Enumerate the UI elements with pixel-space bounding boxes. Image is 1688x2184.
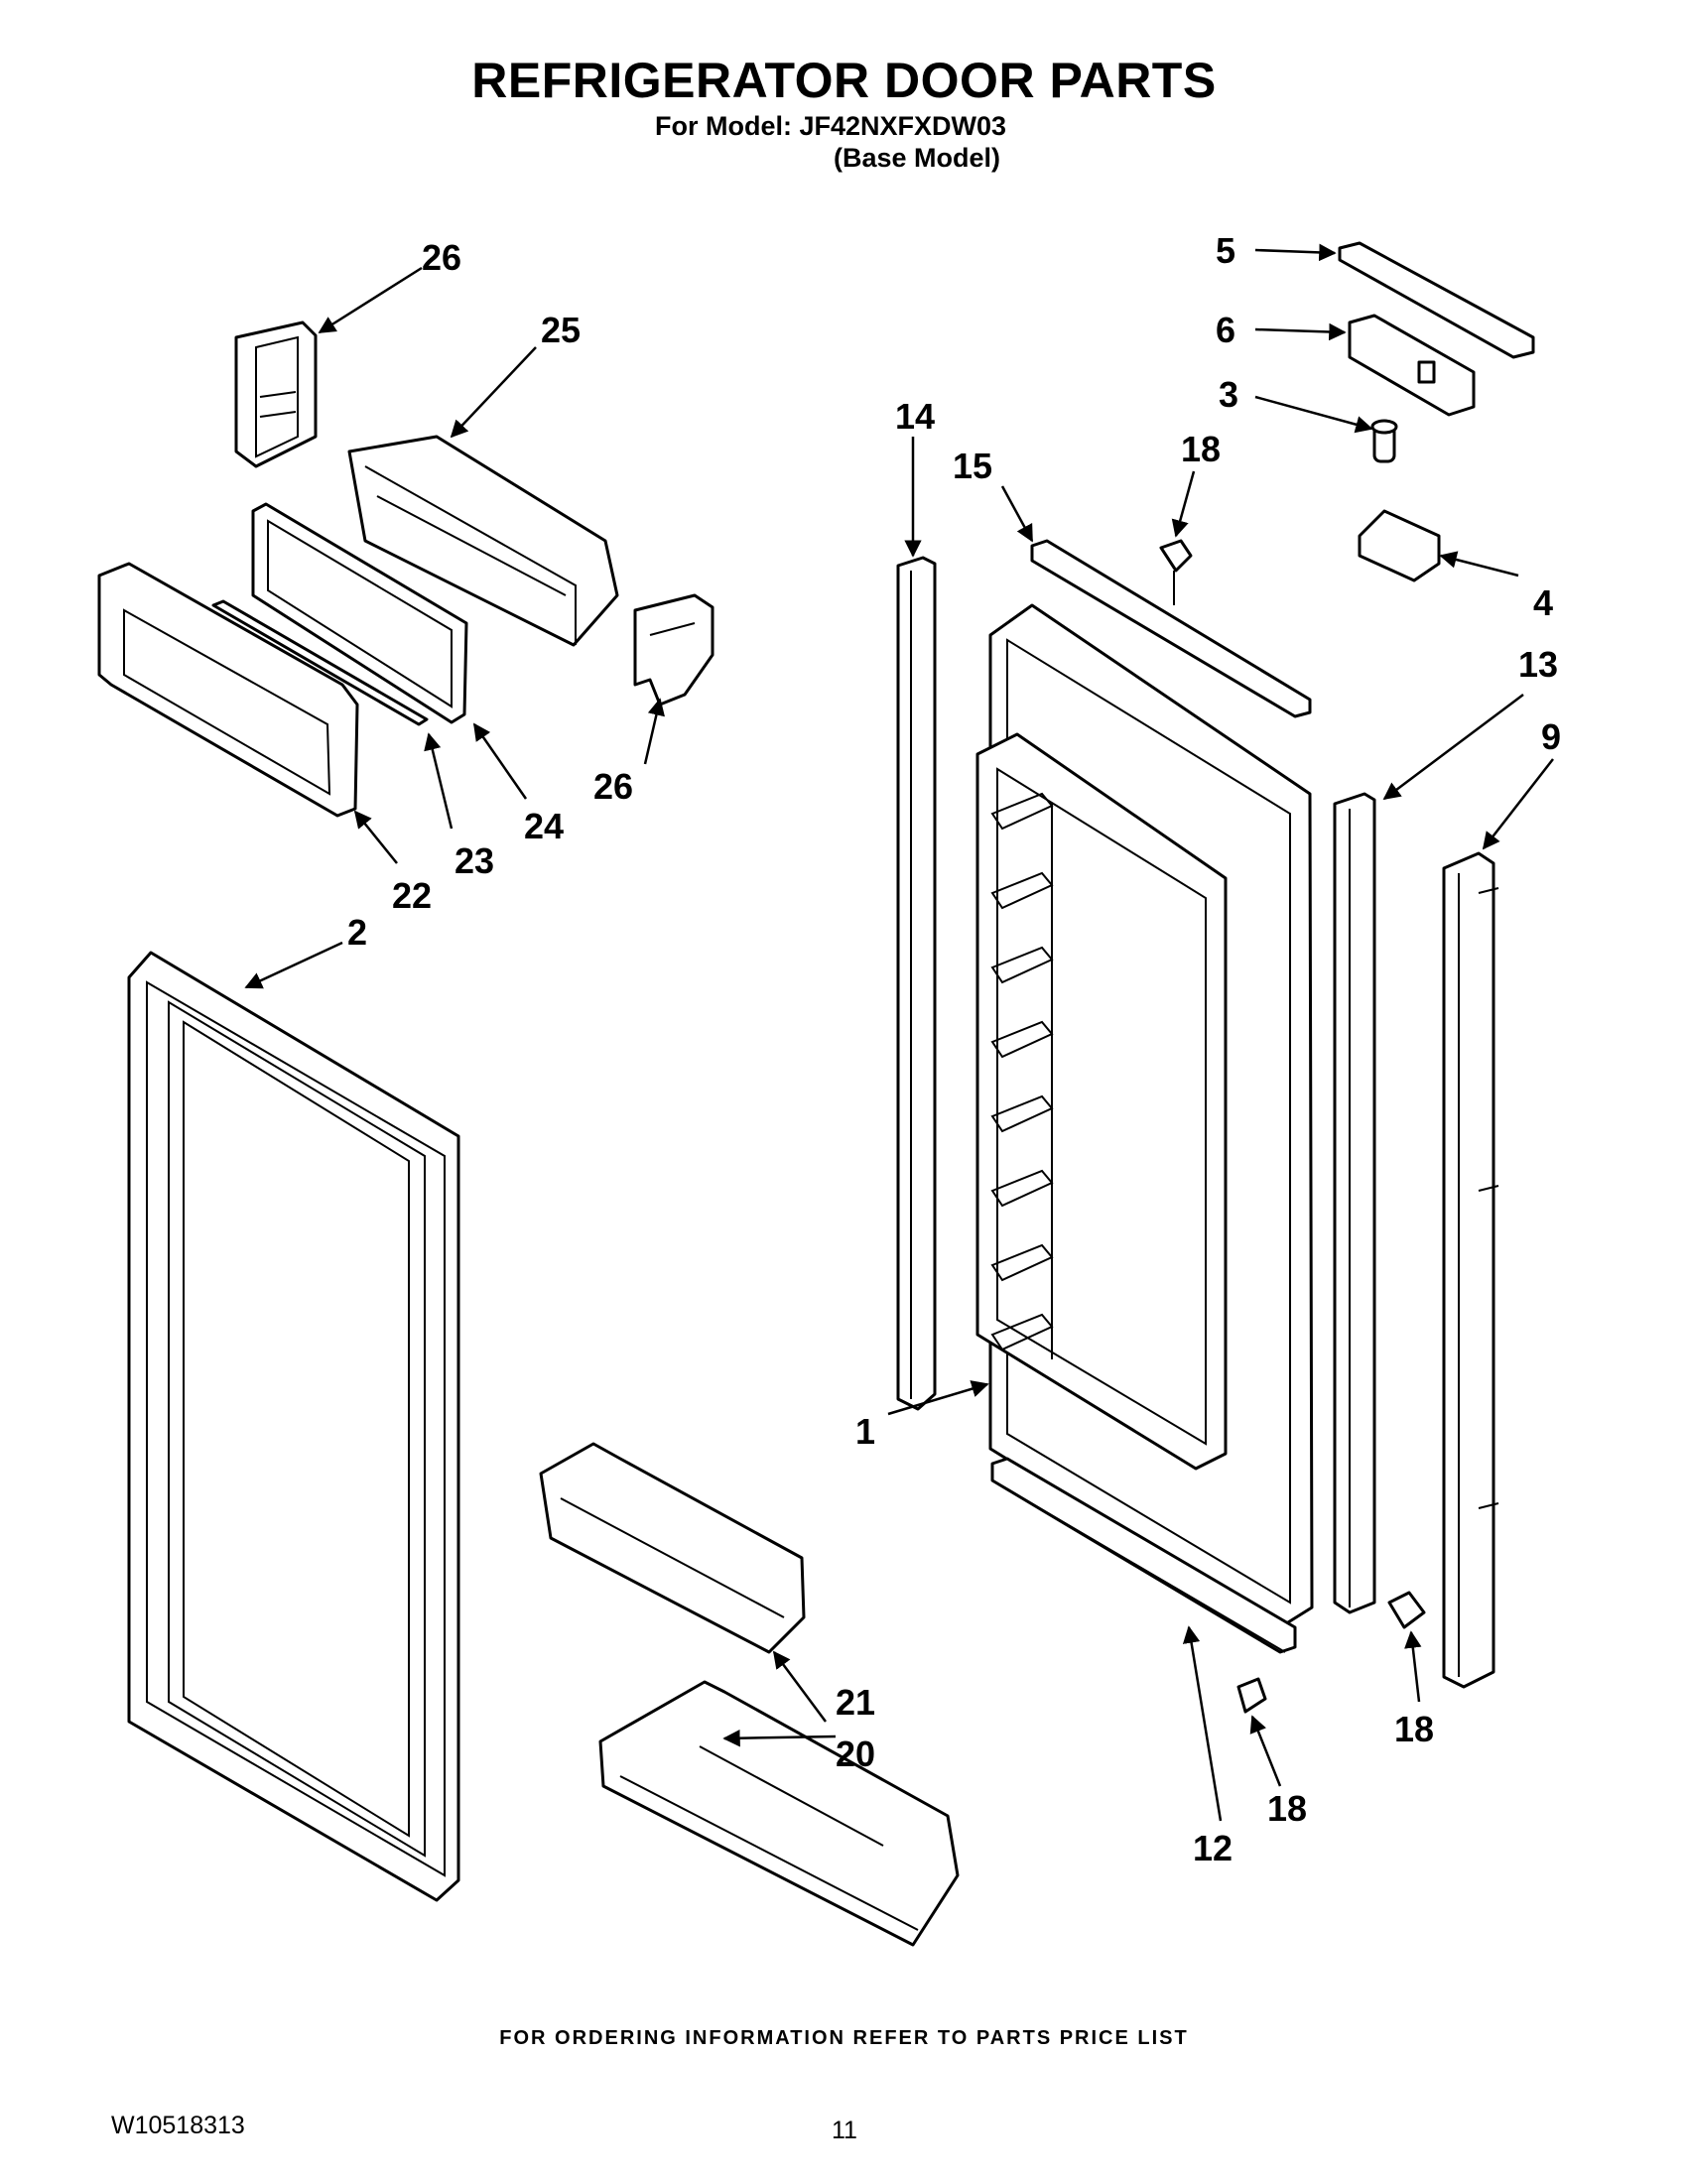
callout-9: 9 xyxy=(1541,716,1561,757)
callout-2: 2 xyxy=(347,912,367,953)
part-13-hinge-strip xyxy=(1333,792,1376,1614)
part-4-hinge xyxy=(1358,509,1441,582)
page-title: REFRIGERATOR DOOR PARTS xyxy=(471,53,1217,108)
callout-25: 25 xyxy=(541,310,581,350)
callout-26-top: 26 xyxy=(422,237,461,278)
part-23-strip xyxy=(211,599,429,726)
door-shelf-ribs xyxy=(990,792,1054,1351)
base-model-line: (Base Model) xyxy=(834,143,1001,173)
part-3-hinge-pin xyxy=(1370,419,1398,463)
callout-13: 13 xyxy=(1518,644,1558,685)
part-18-screw-right xyxy=(1387,1591,1426,1629)
part-18-screw-bottom xyxy=(1236,1677,1267,1714)
callout-18-top: 18 xyxy=(1181,429,1221,469)
callout-15: 15 xyxy=(953,446,992,486)
part-6-switch-bracket xyxy=(1348,314,1476,417)
document-number: W10518313 xyxy=(111,2112,245,2139)
part-9-handle xyxy=(1442,851,1499,1689)
callout-4: 4 xyxy=(1533,582,1553,623)
part-18-screw-top xyxy=(1159,539,1193,605)
callout-12: 12 xyxy=(1193,1828,1233,1868)
part-25-bin xyxy=(347,435,619,647)
callout-5: 5 xyxy=(1216,230,1235,271)
callout-20: 20 xyxy=(836,1734,875,1774)
model-line: For Model: JF42NXFXDW03 xyxy=(655,111,1007,141)
callout-labels: 26 25 26 24 23 22 2 14 15 18 5 6 3 4 13 … xyxy=(347,230,1561,1868)
callout-22: 22 xyxy=(392,875,432,916)
ordering-note: FOR ORDERING INFORMATION REFER TO PARTS … xyxy=(499,2027,1189,2049)
part-12-bottom-trim xyxy=(990,1457,1297,1654)
part-22-cover xyxy=(97,562,359,818)
callout-18-bottom: 18 xyxy=(1267,1788,1307,1829)
part-2-door-gasket xyxy=(127,951,460,1902)
part-15-top-trim xyxy=(1030,539,1312,718)
callout-3: 3 xyxy=(1219,374,1238,415)
page-number: 11 xyxy=(832,2117,857,2144)
part-26-upper-bracket xyxy=(234,321,318,468)
part-21-small-door-bin xyxy=(539,1442,806,1654)
callout-21: 21 xyxy=(836,1682,875,1723)
part-20-large-door-bin xyxy=(598,1680,960,1947)
callout-24: 24 xyxy=(524,806,564,846)
part-14-door-strip xyxy=(896,556,937,1411)
callout-26-lower: 26 xyxy=(593,766,633,807)
part-26-lower-bracket xyxy=(633,593,714,707)
callout-14: 14 xyxy=(895,396,935,437)
callout-6: 6 xyxy=(1216,310,1235,350)
leader-lines xyxy=(244,243,1554,1822)
part-1-door-liner xyxy=(975,603,1314,1629)
callout-23: 23 xyxy=(454,840,494,881)
part-24-frame xyxy=(251,502,468,724)
part-5-top-rail xyxy=(1338,241,1535,359)
callout-18-right: 18 xyxy=(1394,1709,1434,1749)
callout-1: 1 xyxy=(855,1411,875,1452)
